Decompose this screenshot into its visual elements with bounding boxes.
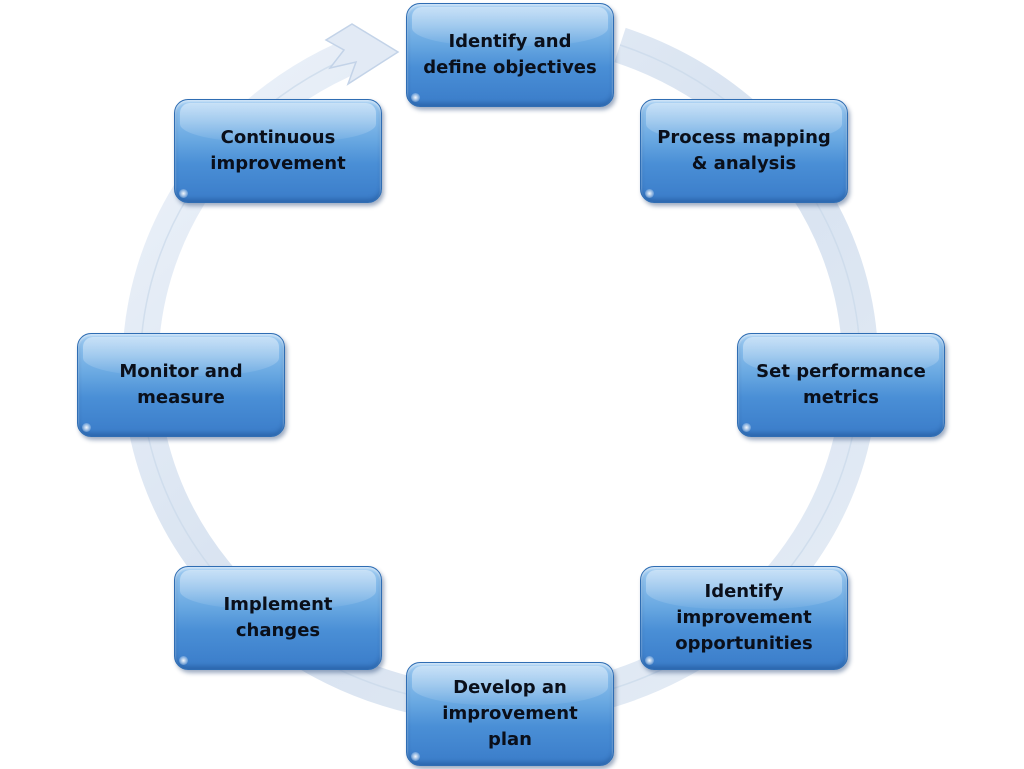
step-label: Implement changes (223, 592, 332, 644)
step-label-line: Set performance (756, 361, 926, 382)
step-label-line: metrics (803, 387, 879, 408)
step-identify-improvement-opportunities: Identify improvement opportunities (640, 566, 848, 670)
step-label-line: Identify (704, 581, 784, 602)
step-implement-changes: Implement changes (174, 566, 382, 670)
step-label-line: opportunities (675, 633, 813, 654)
step-label: Identify and define objectives (423, 29, 596, 81)
step-label-line: Develop an (453, 677, 567, 698)
step-label: Continuous improvement (210, 125, 345, 177)
step-label-line: & analysis (691, 153, 797, 174)
step-develop-improvement-plan: Develop an improvement plan (406, 662, 614, 766)
cycle-arrowhead (324, 23, 400, 86)
step-label-line: changes (235, 620, 321, 641)
step-label-line: measure (137, 387, 225, 408)
step-label: Set performance metrics (756, 359, 926, 411)
step-identify-define-objectives: Identify and define objectives (406, 3, 614, 107)
step-label-line: Continuous (220, 127, 336, 148)
step-label-line: define objectives (423, 57, 597, 78)
step-label: Process mapping & analysis (657, 125, 831, 177)
step-label-line: Monitor and (119, 361, 243, 382)
step-label-line: improvement (676, 607, 812, 628)
step-label-line: Process mapping (657, 127, 831, 148)
step-process-mapping-analysis: Process mapping & analysis (640, 99, 848, 203)
step-label-line: Implement (223, 594, 333, 615)
step-label-line: improvement (210, 153, 346, 174)
step-label: Monitor and measure (119, 359, 242, 411)
step-label: Identify improvement opportunities (675, 579, 812, 657)
step-set-performance-metrics: Set performance metrics (737, 333, 945, 437)
step-label-line: Identify and (448, 31, 572, 52)
step-label: Develop an improvement plan (419, 675, 601, 753)
step-continuous-improvement: Continuous improvement (174, 99, 382, 203)
step-label-line: improvement plan (442, 703, 578, 750)
step-monitor-measure: Monitor and measure (77, 333, 285, 437)
